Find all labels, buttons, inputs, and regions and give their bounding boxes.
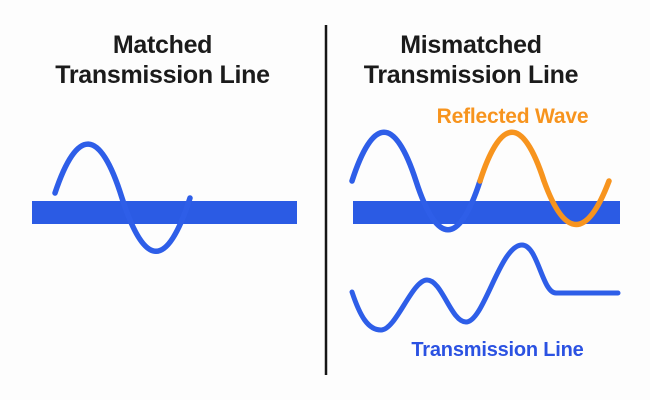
matched-transmission-line-bar bbox=[32, 201, 297, 224]
mismatched-title-line1: Mismatched bbox=[400, 31, 542, 59]
transmission-line-label: Transmission Line bbox=[411, 339, 584, 361]
mismatched-panel-title: Mismatched Transmission Line bbox=[327, 30, 615, 90]
matched-title-line2: Transmission Line bbox=[55, 61, 270, 89]
reflected-wave bbox=[477, 129, 612, 227]
matched-title-line1: Matched bbox=[112, 31, 213, 59]
transmitted-wave bbox=[349, 242, 621, 333]
matched-panel-title: Matched Transmission Line bbox=[0, 30, 325, 90]
mismatched-incident-wave bbox=[349, 129, 483, 233]
reflected-wave-label: Reflected Wave bbox=[436, 105, 589, 128]
matched-incident-wave bbox=[52, 141, 193, 254]
mismatched-title-line2: Transmission Line bbox=[363, 61, 579, 89]
mismatched-transmission-line-bar bbox=[353, 201, 620, 224]
